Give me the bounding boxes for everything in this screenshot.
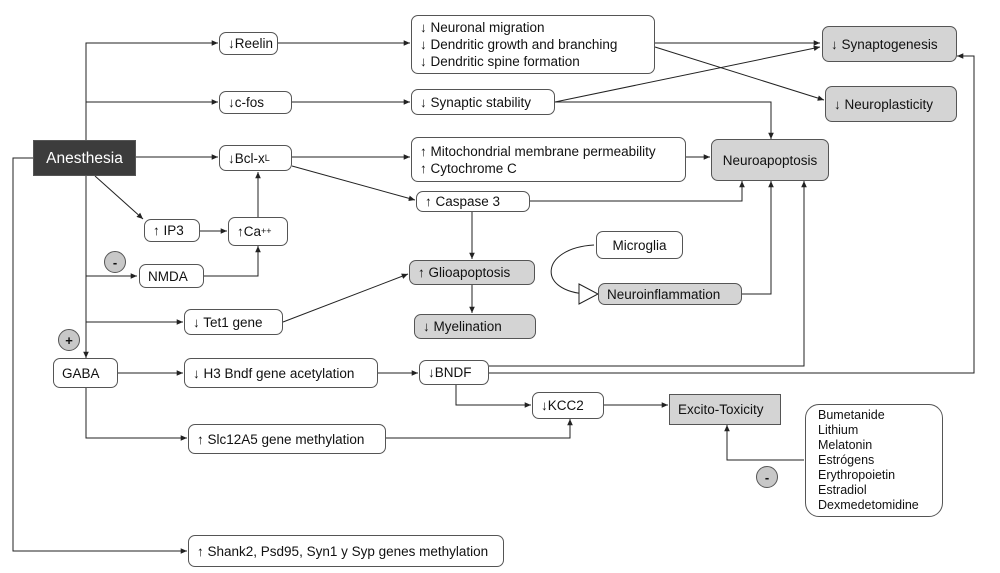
synaptic-stability-node: ↓ Synaptic stability xyxy=(411,89,555,115)
anesthesia-node: Anesthesia xyxy=(33,140,136,176)
nmda-minus-sign: - xyxy=(104,251,126,273)
mito-line-1: ↑ Mitochondrial membrane permeability xyxy=(420,143,656,159)
neuroinflammation-node: Neuroinflammation xyxy=(598,283,742,305)
synaptogenesis-node: ↓ Synaptogenesis xyxy=(822,26,957,62)
tet1-node: ↓ Tet1 gene xyxy=(184,309,283,335)
kcc2-node: ↓KCC2 xyxy=(532,392,604,419)
drug-item: Bumetanide xyxy=(818,408,885,422)
neuroplasticity-node: ↓ Neuroplasticity xyxy=(825,86,957,122)
h3-bndf-acetylation-node: ↓ H3 Bndf gene acetylation xyxy=(184,358,378,388)
drugs-list-node: Bumetanide Lithium Melatonin Estrógens E… xyxy=(805,404,943,517)
mito-line-2: ↑ Cytochrome C xyxy=(420,160,517,176)
drugs-minus-sign: - xyxy=(756,466,778,488)
bndf-node: ↓BNDF xyxy=(419,360,489,385)
cfos-node: ↓c-fos xyxy=(219,91,292,114)
bclxl-subscript: L xyxy=(264,152,270,163)
drug-item: Lithium xyxy=(818,423,859,437)
microglia-curve xyxy=(550,244,595,295)
drug-item: Estradiol xyxy=(818,483,867,497)
calcium-superscript: ++ xyxy=(261,226,272,236)
glioapoptosis-node: ↑ Glioapoptosis xyxy=(409,260,535,285)
microglia-node: Microglia xyxy=(596,231,683,259)
nmda-node: NMDA xyxy=(139,264,204,288)
migration-line-2: ↓ Dendritic growth and branching xyxy=(420,37,618,52)
gaba-plus-sign: + xyxy=(58,329,80,351)
gaba-node: GABA xyxy=(53,358,118,388)
drug-item: Dexmedetomidine xyxy=(818,498,919,512)
shank-genes-methylation-node: ↑ Shank2, Psd95, Syn1 y Syp genes methyl… xyxy=(188,535,504,567)
drug-item: Erythropoietin xyxy=(818,468,896,482)
microglia-hollow-arrowhead xyxy=(578,283,600,305)
calcium-node: ↑Ca++ xyxy=(228,217,288,246)
migration-line-3: ↓ Dendritic spine formation xyxy=(420,54,580,69)
ip3-node: ↑ IP3 xyxy=(144,219,200,242)
migration-line-1: ↓ Neuronal migration xyxy=(420,20,545,35)
reelin-node: ↓Reelin xyxy=(219,32,278,55)
drug-item: Melatonin xyxy=(818,438,873,452)
neuronal-migration-node: ↓ Neuronal migration ↓ Dendritic growth … xyxy=(411,15,655,74)
myelination-node: ↓ Myelination xyxy=(414,314,536,339)
excito-toxicity-node: Excito-Toxicity xyxy=(669,394,781,425)
caspase3-node: ↑ Caspase 3 xyxy=(416,191,530,212)
bclxl-label: ↓Bcl-x xyxy=(228,150,265,166)
mitochondrial-node: ↑ Mitochondrial membrane permeability ↑ … xyxy=(411,137,686,182)
calcium-label: ↑Ca xyxy=(237,224,262,239)
neuroapoptosis-node: Neuroapoptosis xyxy=(711,139,829,181)
drug-item: Estrógens xyxy=(818,453,875,467)
slc12a5-methylation-node: ↑ Slc12A5 gene methylation xyxy=(188,424,386,454)
